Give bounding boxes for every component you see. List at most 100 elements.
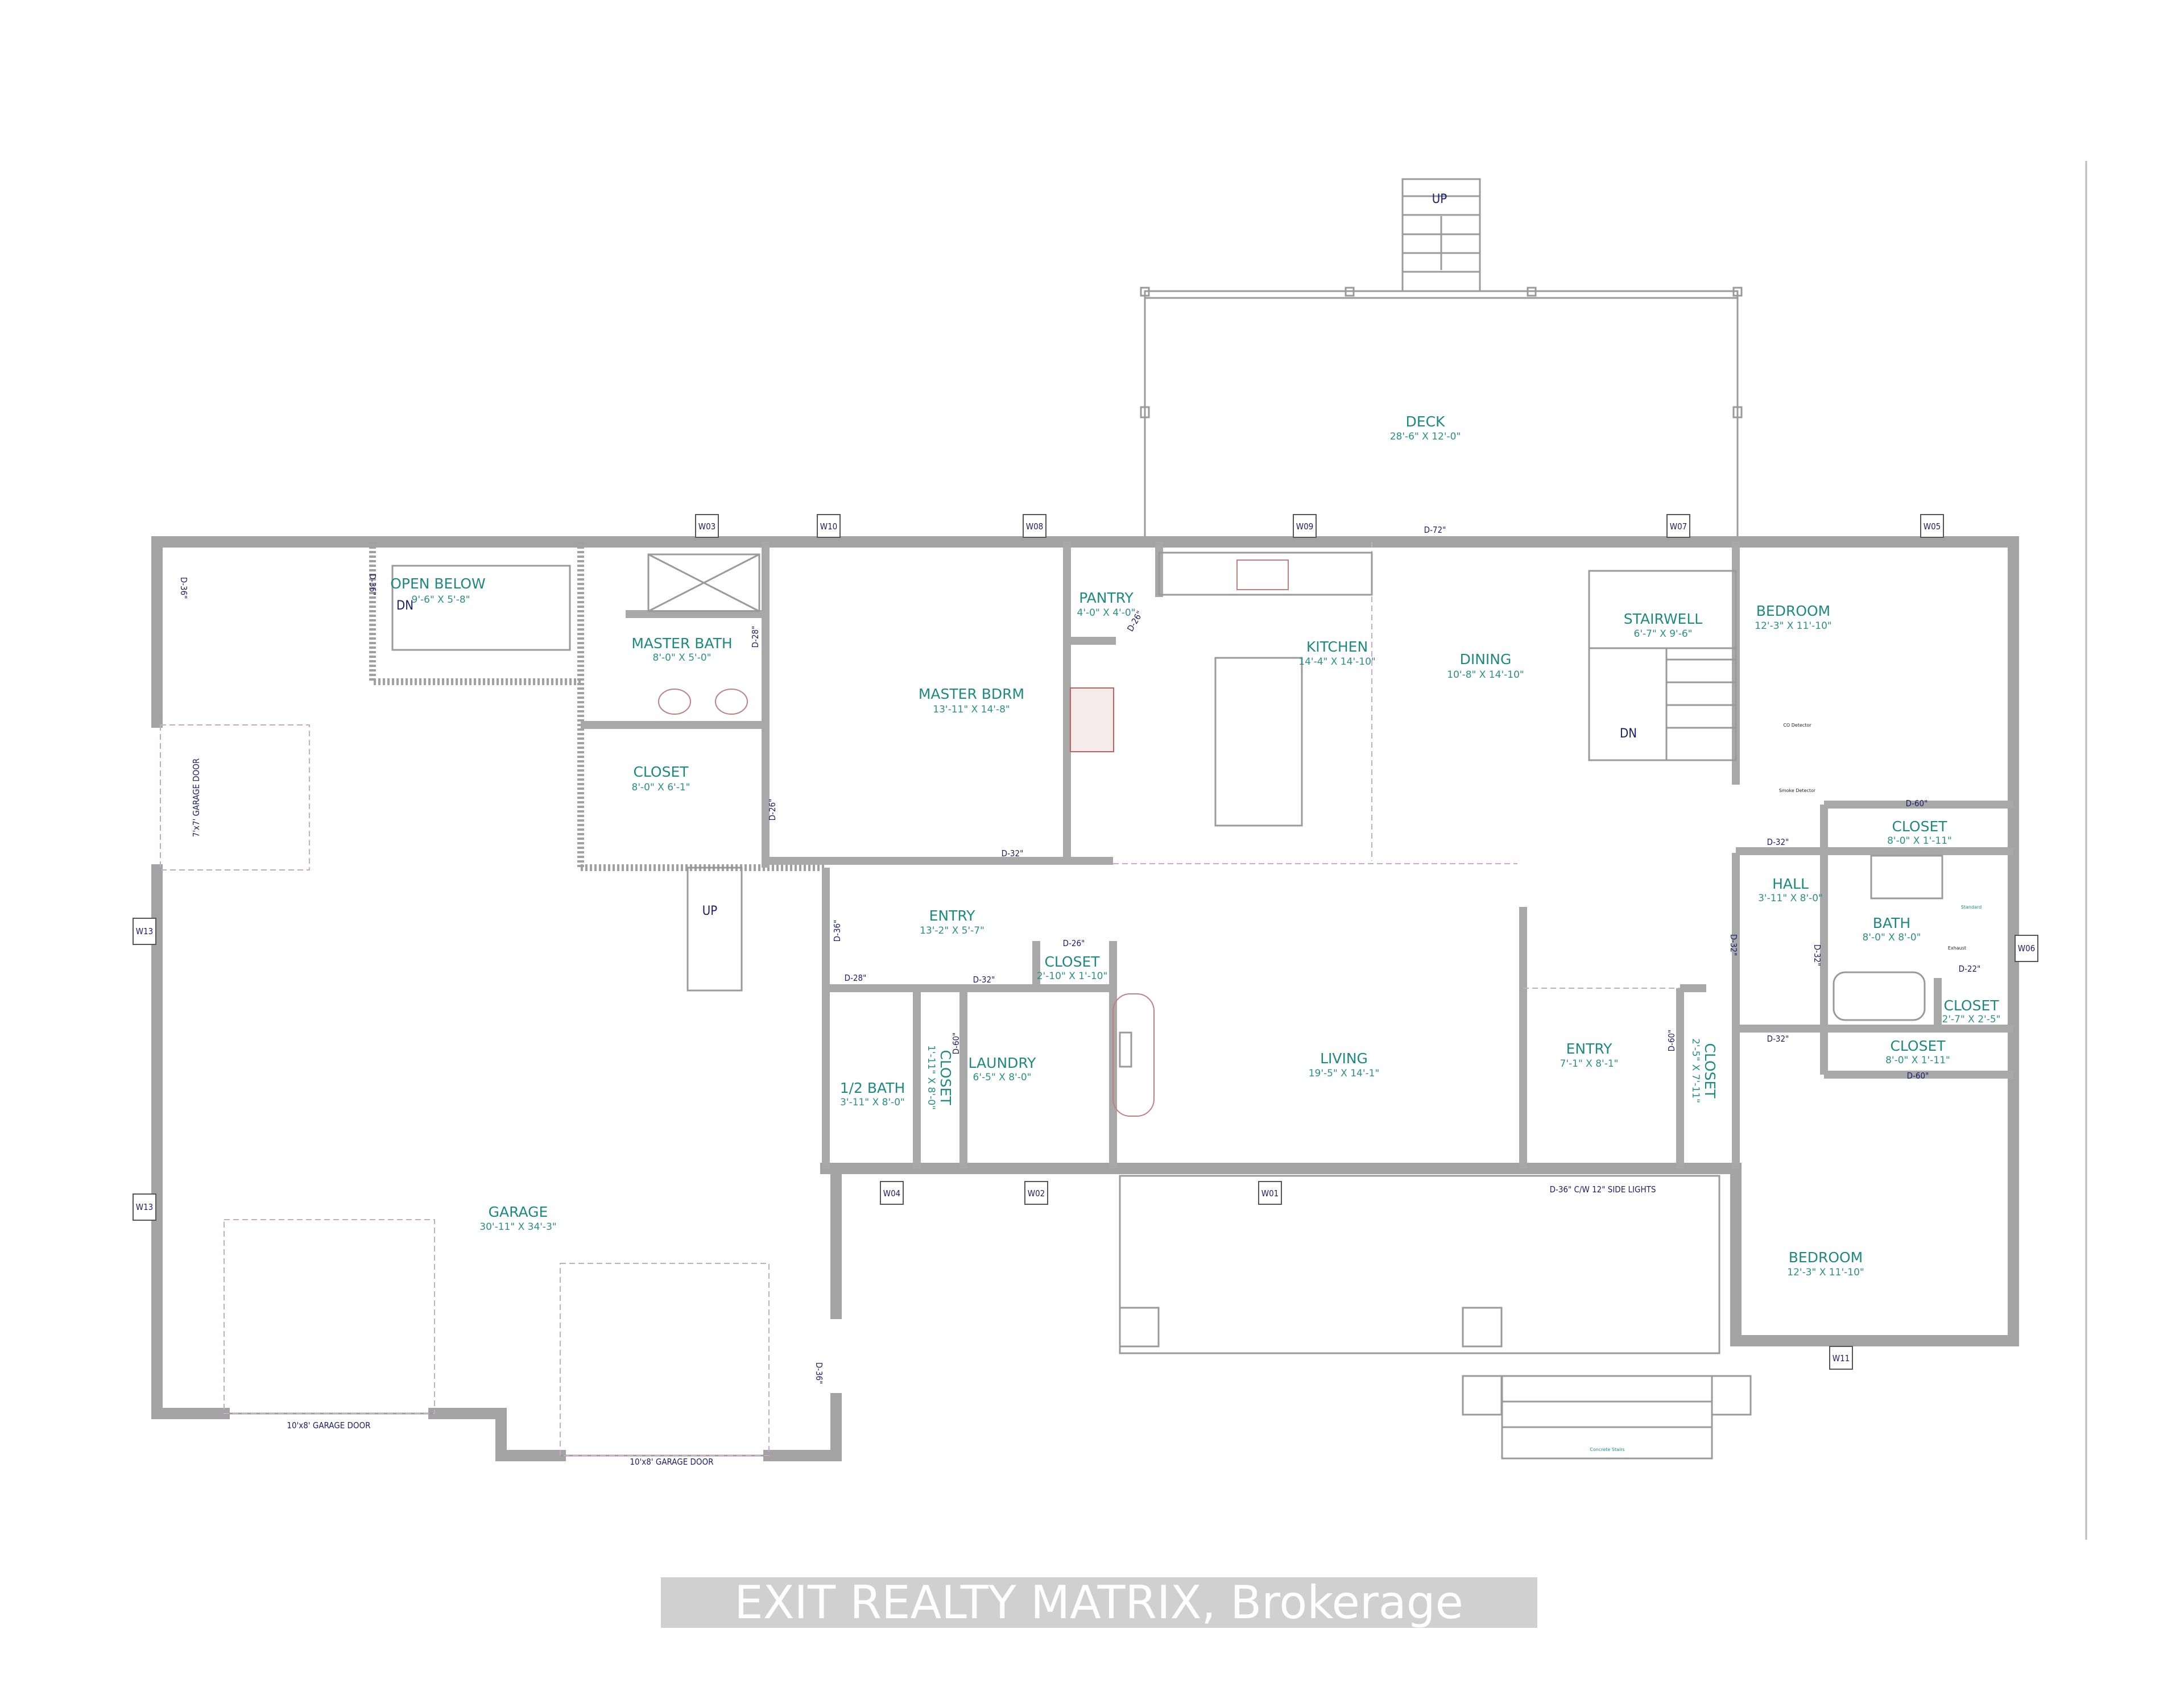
svg-text:Concrete Stairs: Concrete Stairs [1590,1447,1624,1452]
svg-text:W07: W07 [1670,521,1687,532]
svg-text:D-36": D-36" [814,1362,824,1385]
svg-text:D-32": D-32" [1767,837,1789,847]
room-dims: 13'-2" X 5'-7" [920,925,985,936]
svg-text:D-32": D-32" [1002,848,1024,859]
window-tag: W09 [1293,514,1317,538]
svg-text:7'x7' GARAGE DOOR: 7'x7' GARAGE DOOR [191,758,201,838]
room-dims: 8'-0" X 5'-0" [653,652,712,664]
room-dims: 30'-11" X 34'-3" [479,1221,556,1233]
svg-text:D-60": D-60" [1906,798,1928,809]
interior-walls [369,542,2013,1168]
room-name: BEDROOM [1789,1249,1863,1266]
room-name: CLOSET [937,1050,954,1105]
room-name: ENTRY [1566,1041,1613,1057]
svg-text:W04: W04 [883,1188,901,1199]
svg-text:D-32": D-32" [1812,944,1822,967]
room-name: GARAGE [489,1204,548,1220]
room-dims: 3'-11" X 8'-0" [1758,893,1823,904]
svg-text:D-36" C/W 12" SIDE LIGHTS: D-36" C/W 12" SIDE LIGHTS [1550,1184,1656,1195]
room-name: BATH [1873,915,1910,931]
room-dims: 3'-11" X 8'-0" [840,1097,905,1108]
svg-text:W03: W03 [698,521,716,532]
room-dims: 19'-5" X 14'-1" [1309,1068,1380,1079]
svg-text:EXIT REALTY MATRIX, Brokerage: EXIT REALTY MATRIX, Brokerage [734,1576,1463,1629]
room-dims: 8'-0" X 8'-0" [1863,932,1921,943]
room-dims: 2'-10" X 1'-10" [1037,971,1108,982]
window-tag: W11 [1829,1346,1853,1370]
room-name: CLOSET [1943,997,1999,1014]
range [1070,687,1114,752]
garage-door-2-outline [560,1263,770,1456]
room-dims: 10'-8" X 14'-10" [1447,669,1524,681]
svg-text:Smoke Detector: Smoke Detector [1779,788,1816,793]
svg-text:W05: W05 [1924,521,1941,532]
room-dims: 2'-7" X 2'-5" [1942,1014,2001,1025]
garage-side-door-outline [160,724,310,871]
room-name: OPEN BELOW [390,575,486,592]
room-dims: 6'-7" X 9'-6" [1634,628,1693,640]
garage-door-1-outline [224,1219,435,1414]
svg-text:D-32": D-32" [973,975,995,985]
svg-text:Standard: Standard [1961,905,1982,910]
window-tags: W03 W10 W08 W09 W07 W05 W06 W13 W13 W04 … [133,514,2038,1370]
room-name: ENTRY [929,907,976,924]
svg-text:W08: W08 [1026,521,1044,532]
svg-text:W06: W06 [2018,943,2036,954]
svg-text:W13: W13 [136,926,154,936]
svg-text:W10: W10 [820,521,838,532]
annotations: 7'x7' GARAGE DOOR 10'x8' GARAGE DOOR 10'… [191,192,1982,1467]
room-name: LIVING [1320,1050,1368,1067]
room-name: HALL [1772,876,1809,892]
watermark: EXIT REALTY MATRIX, Brokerage [661,1576,1537,1629]
room-name: MASTER BDRM [919,686,1024,702]
room-name: PANTRY [1079,590,1134,606]
room-dims: 8'-0" X 1'-11" [1885,1055,1950,1066]
svg-text:D-22": D-22" [1959,964,1981,974]
svg-text:D-32": D-32" [1728,934,1739,956]
room-dims: 28'-6" X 12'-0" [1390,431,1461,442]
front-porch [1119,1175,1752,1460]
room-name: CLOSET [1702,1043,1718,1099]
window-tag: W03 [695,514,719,538]
window-tag: W02 [1024,1181,1048,1205]
svg-text:DN: DN [396,599,413,613]
window-tag: W07 [1666,514,1690,538]
room-name: DECK [1406,413,1446,430]
svg-text:UP: UP [1432,192,1447,206]
room-dims: 12'-3" X 11'-10" [1787,1267,1864,1278]
room-dims: 4'-0" X 4'-0" [1077,607,1136,619]
window-tag: W06 [2015,935,2038,962]
svg-text:10'x8' GARAGE DOOR: 10'x8' GARAGE DOOR [287,1420,370,1431]
svg-text:W02: W02 [1028,1188,1045,1199]
window-tag: W04 [880,1181,904,1205]
room-name: 1/2 BATH [840,1080,905,1096]
room-name: BEDROOM [1756,603,1831,619]
svg-text:D-72": D-72" [1424,525,1446,535]
svg-text:UP: UP [702,904,717,918]
room-dims: 7'-1" X 8'-1" [1560,1058,1619,1070]
svg-text:D-36": D-36" [367,574,378,596]
room-name: STAIRWELL [1624,611,1702,627]
room-name: MASTER BATH [631,635,732,652]
room-name: CLOSET [633,764,689,780]
svg-text:DN: DN [1620,727,1637,741]
room-dims: 13'-11" X 14'-8" [933,704,1010,715]
window-tag: W10 [817,514,841,538]
svg-text:D-28": D-28" [750,626,760,648]
window-tag: W01 [1258,1181,1282,1205]
deck-outline [1140,178,1743,543]
window-tag: W05 [1920,514,1944,538]
svg-text:D-60": D-60" [1666,1030,1677,1052]
room-name: KITCHEN [1306,639,1368,655]
svg-text:W13: W13 [136,1202,154,1212]
fixtures [391,552,1943,1117]
svg-text:D-60": D-60" [1907,1071,1929,1081]
room-dims: 9'-6" X 5'-8" [412,594,470,606]
svg-text:W01: W01 [1261,1188,1279,1199]
room-name: DINING [1460,651,1512,668]
room-dims: 8'-0" X 6'-1" [632,782,690,793]
window-tag: W13 [133,1193,156,1221]
svg-text:D-26": D-26" [767,799,777,821]
